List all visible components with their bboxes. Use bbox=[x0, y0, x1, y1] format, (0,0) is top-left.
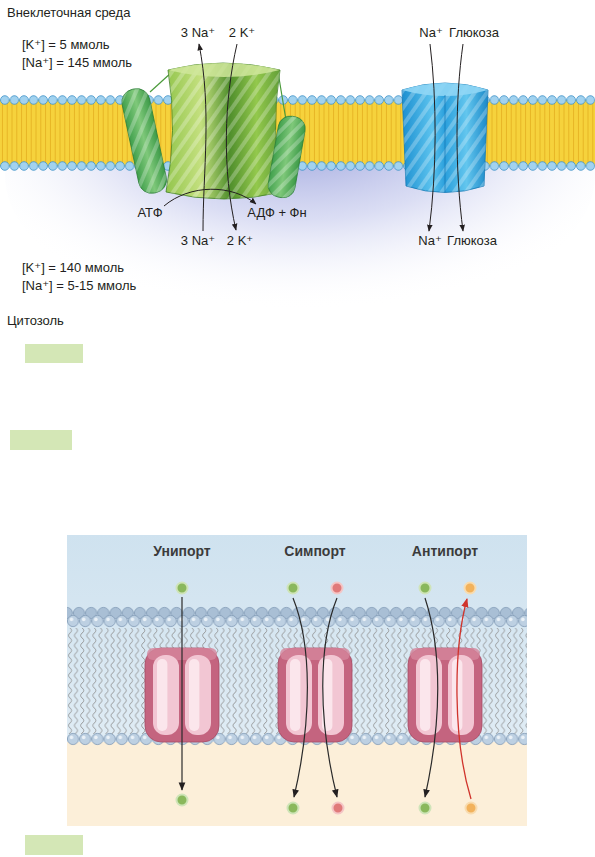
sodium-potassium-pump bbox=[119, 63, 307, 200]
extracellular-panel bbox=[67, 535, 527, 826]
transporter-highlight bbox=[157, 659, 167, 731]
annotation-label: АДФ + Фн bbox=[247, 205, 306, 221]
transporter-highlight bbox=[420, 659, 430, 731]
annotation-label: [Na⁺] = 145 ммоль bbox=[22, 55, 132, 71]
transporter-half bbox=[416, 655, 442, 735]
pump-body-stripes bbox=[166, 63, 282, 199]
transporter-protein: Унипорт bbox=[140, 540, 224, 752]
pump-subunit bbox=[266, 114, 307, 199]
solute-ball bbox=[332, 583, 343, 594]
transporter-body bbox=[278, 648, 352, 742]
potassium-flow-arrow bbox=[226, 44, 237, 230]
transporter-heading: Антипорт bbox=[403, 543, 487, 560]
transporter-body bbox=[145, 648, 219, 742]
symporter-stripes bbox=[402, 83, 488, 193]
transporter-body bbox=[408, 648, 482, 742]
symporter-seam bbox=[445, 95, 446, 192]
transporter-highlight bbox=[290, 659, 300, 731]
solute-ball bbox=[466, 803, 477, 814]
solute-ball bbox=[177, 795, 188, 806]
transport-arrow bbox=[425, 598, 438, 797]
pump-top bbox=[168, 63, 280, 77]
sodium-flow-arrow bbox=[429, 44, 435, 231]
solute-ball bbox=[333, 803, 344, 814]
annotation-label: 2 K⁺ bbox=[227, 233, 253, 249]
solute-ball bbox=[465, 583, 476, 594]
symporter-body bbox=[402, 83, 488, 193]
annotation-label: Глюкоза bbox=[449, 25, 499, 41]
transporter-protein: Симпорт bbox=[273, 540, 357, 752]
annotation-label: Внеклеточная среда bbox=[7, 5, 130, 21]
transporter-half bbox=[185, 655, 211, 735]
annotation-label: Цитозоль bbox=[7, 313, 64, 329]
transport-arrow bbox=[293, 598, 307, 797]
pump-link bbox=[278, 72, 286, 120]
solute-ball bbox=[288, 803, 299, 814]
symporter-top bbox=[402, 83, 488, 96]
annotation-label: [K⁺] = 140 ммоль bbox=[22, 260, 124, 276]
cytosol-shade bbox=[5, 166, 595, 325]
transporter-highlight bbox=[452, 659, 462, 731]
blank-tag bbox=[25, 344, 83, 363]
transporter-shape bbox=[273, 540, 357, 752]
annotation-label: [Na⁺] = 5-15 ммоль bbox=[22, 278, 136, 294]
transporter-half bbox=[286, 655, 312, 735]
lipid-bilayer bbox=[67, 628, 527, 734]
counter-transport-arrow bbox=[457, 599, 471, 799]
transporter-highlight bbox=[189, 659, 199, 731]
transporter-shape bbox=[403, 540, 487, 752]
annotation-label: 3 Na⁺ bbox=[181, 25, 215, 41]
annotation-label: 2 K⁺ bbox=[229, 25, 255, 41]
transport-arrow bbox=[323, 598, 337, 797]
annotation-label: Na⁺ bbox=[418, 233, 441, 249]
annotation-label: 3 Na⁺ bbox=[181, 233, 215, 249]
transport-arrow bbox=[181, 597, 182, 790]
transporter-protein: Антипорт bbox=[403, 540, 487, 752]
annotation-label: Глюкоза bbox=[447, 233, 497, 249]
transporter-highlight bbox=[322, 659, 332, 731]
transporter-half bbox=[448, 655, 474, 735]
transporter-half bbox=[153, 655, 179, 735]
annotation-label: АТФ bbox=[137, 205, 162, 221]
solute-ball bbox=[177, 583, 188, 594]
annotation-label: [K⁺] = 5 ммоль bbox=[22, 37, 110, 53]
solute-ball bbox=[288, 583, 299, 594]
transporter-heading: Унипорт bbox=[140, 543, 224, 560]
pump-body bbox=[166, 63, 282, 199]
transporter-shape bbox=[140, 540, 224, 752]
blank-tag bbox=[10, 430, 72, 450]
pump-subunit bbox=[119, 86, 168, 196]
solute-ball bbox=[420, 803, 431, 814]
solute-ball bbox=[420, 583, 431, 594]
transporter-half bbox=[318, 655, 344, 735]
atp-hydrolysis-arrow bbox=[164, 189, 256, 206]
lipid-heads-row bbox=[0, 94, 595, 106]
pump-subunit-stripes bbox=[266, 114, 307, 199]
transporter-heading: Симпорт bbox=[273, 543, 357, 560]
glucose-symporter bbox=[402, 83, 488, 193]
glucose-flow-arrow bbox=[457, 44, 463, 231]
lipid-heads-row bbox=[67, 614, 527, 628]
annotation-label: Na⁺ bbox=[419, 25, 442, 41]
pump-subunit-stripes bbox=[119, 86, 168, 196]
sodium-flow-arrow bbox=[199, 44, 206, 231]
cytosol-panel bbox=[67, 742, 527, 826]
blank-tag bbox=[25, 835, 83, 855]
